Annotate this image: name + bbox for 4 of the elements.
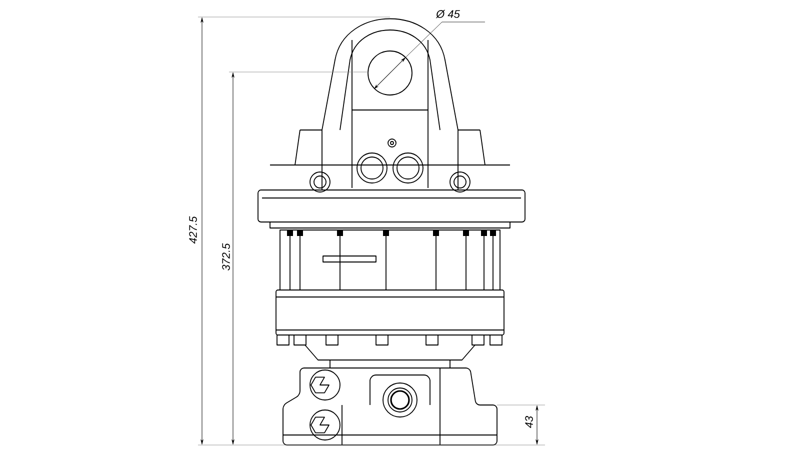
dimension-label: 372.5 [222,243,230,271]
dimension-label: Ø 45 [436,10,460,18]
dimension-label: 43 [525,416,533,428]
dimension-label: 427.5 [189,216,197,244]
